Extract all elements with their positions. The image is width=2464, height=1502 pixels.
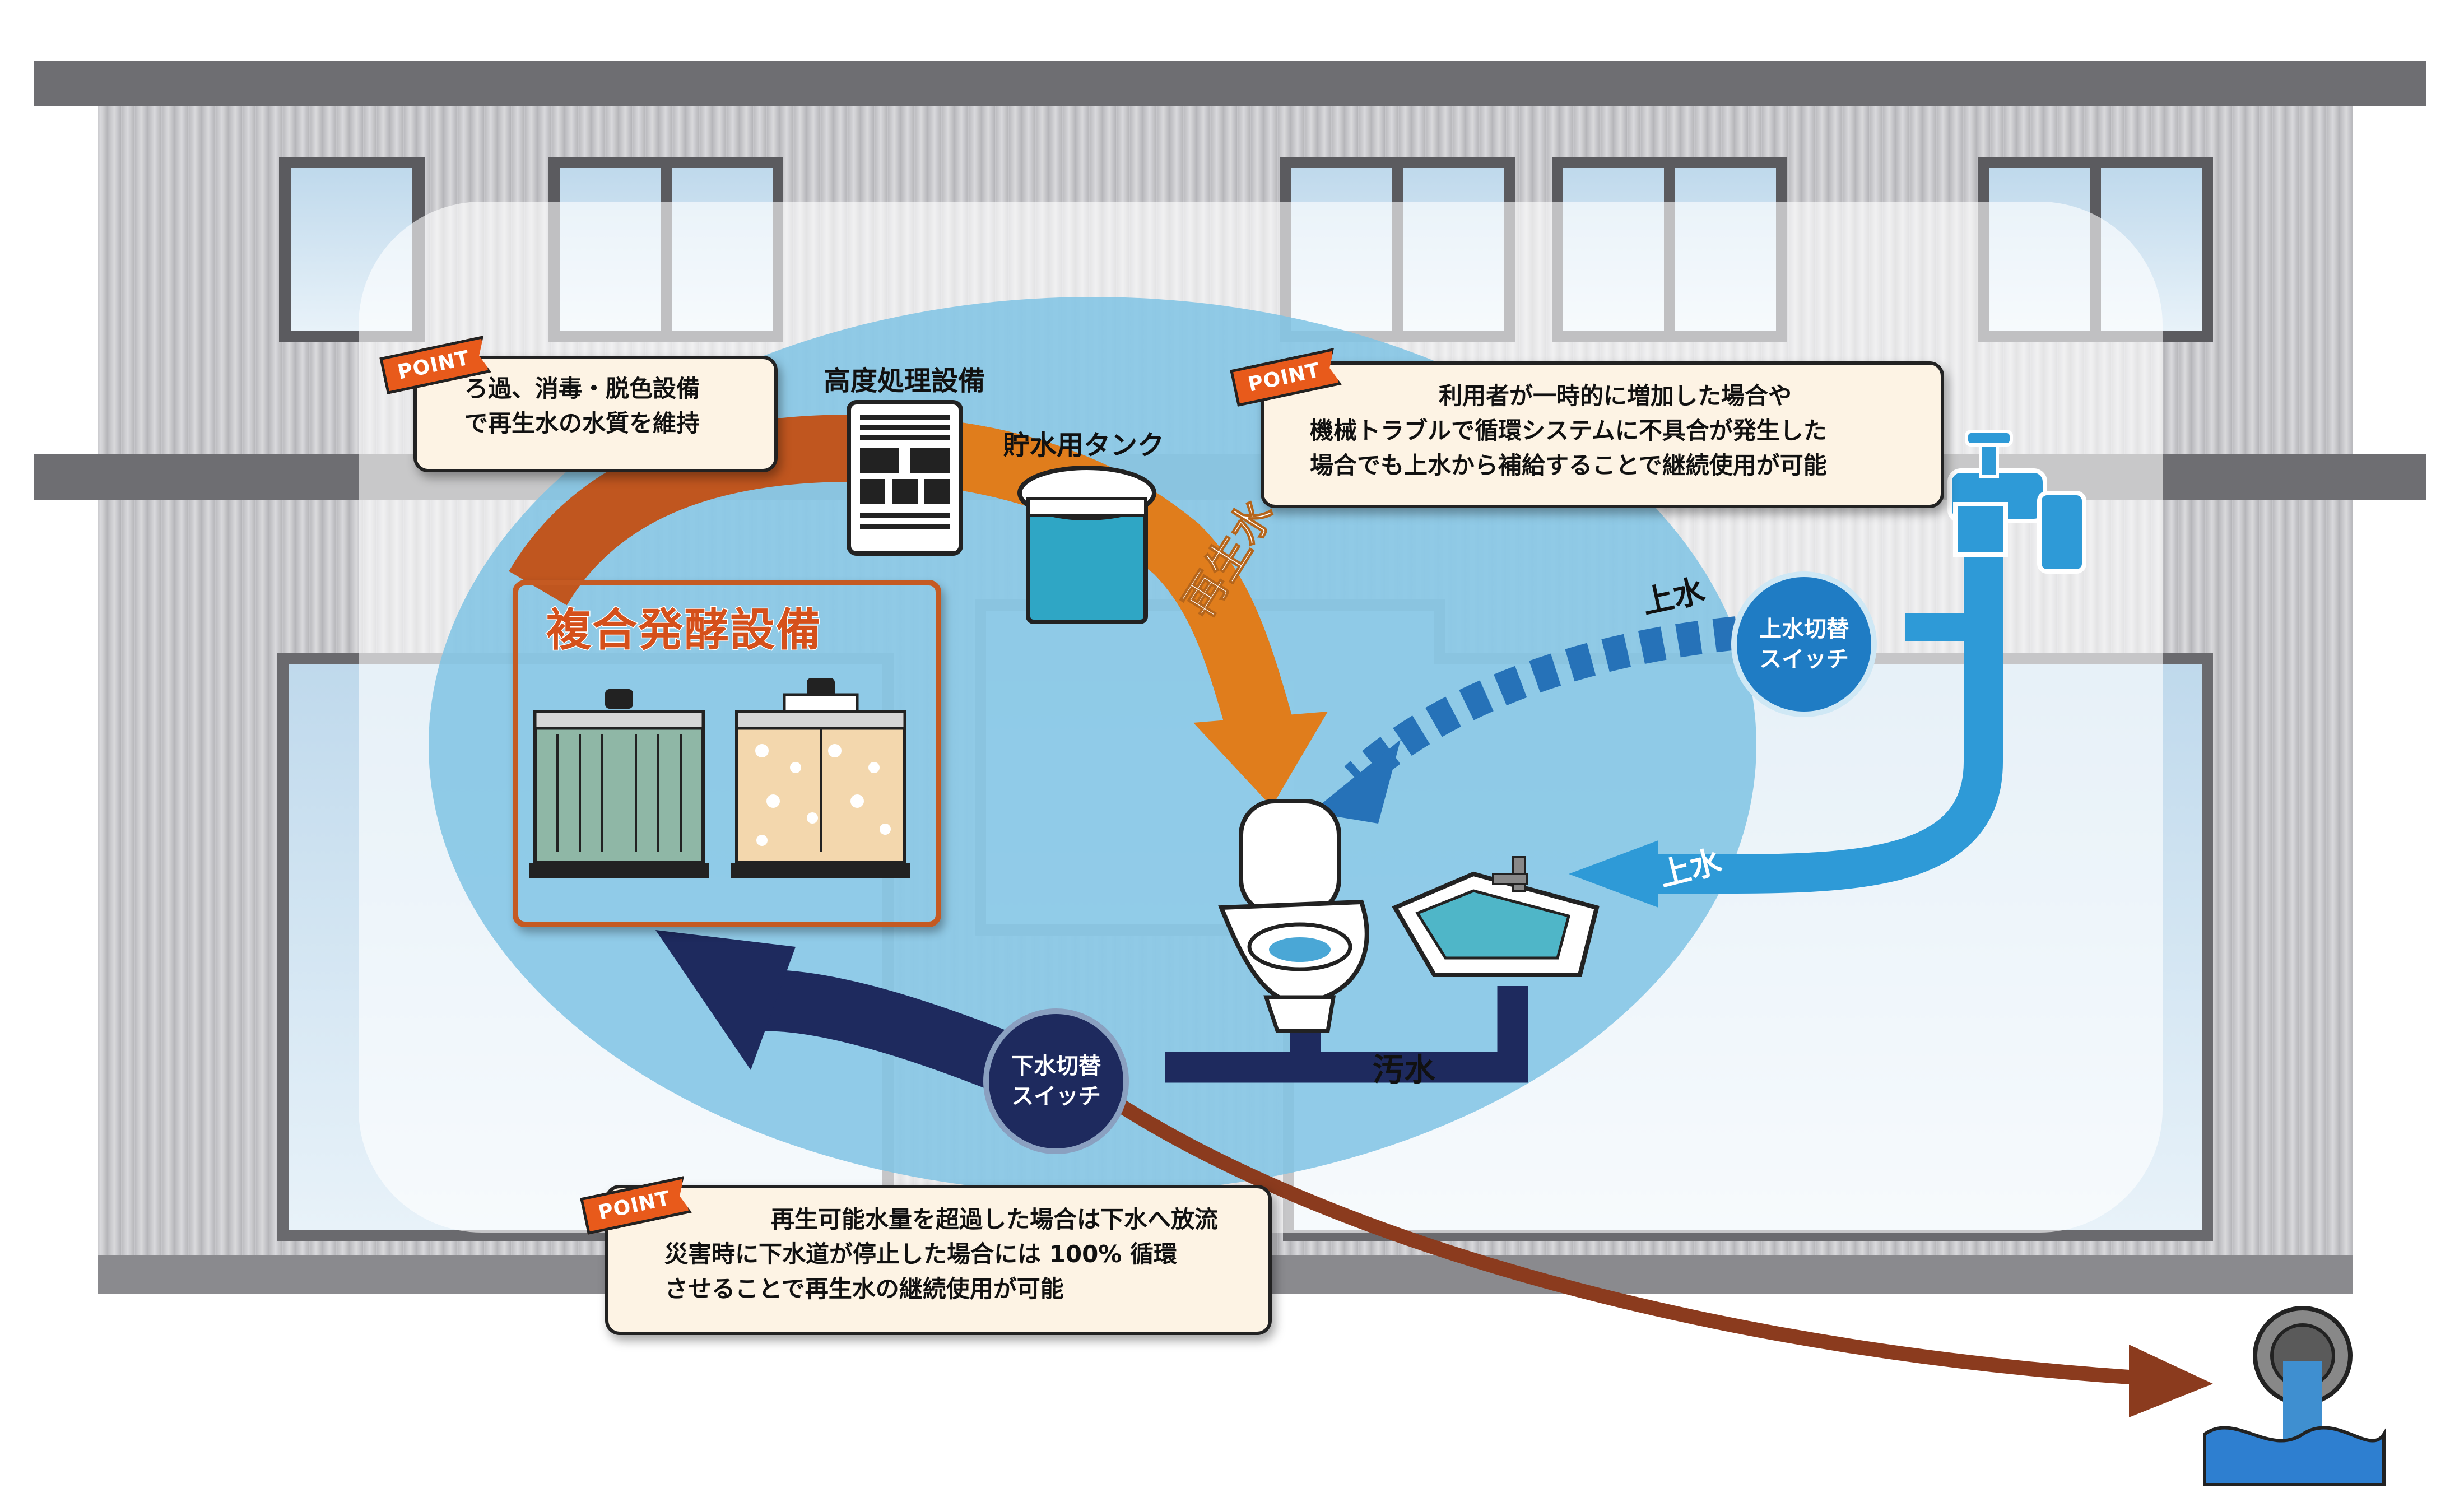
fermentation-facility-title: 複合発酵設備 xyxy=(546,603,822,657)
tap-switch[interactable]: 上水切替 スイッチ xyxy=(1731,571,1877,717)
tap-supply-arrowhead xyxy=(1311,740,1401,824)
point-text-line: させることで再生水の継続使用が可能 xyxy=(664,1275,1064,1303)
advanced-treatment-label: 高度処理設備 xyxy=(824,365,985,397)
fermentation-facility-box xyxy=(513,580,941,927)
tap-switch-label-line1: 上水切替 xyxy=(1759,616,1849,642)
return-flow-arrowhead xyxy=(655,930,796,1070)
tap-supply-dashed xyxy=(1344,616,1738,791)
sewer-switch[interactable]: 下水切替 スイッチ xyxy=(983,1008,1129,1154)
tap-switch-label-line2: スイッチ xyxy=(1759,647,1849,672)
point-text-line: ろ過、消毒・脱色設備 xyxy=(464,375,700,402)
wastewater-pipe xyxy=(1165,986,1528,1083)
tap-water-pipe xyxy=(1625,549,2003,894)
sewer-discharge-arrowhead xyxy=(2129,1345,2213,1417)
point-text-line: 再生可能水量を超過した場合は下水へ放流 xyxy=(771,1206,1219,1233)
storage-tank-label: 貯水用タンク xyxy=(1003,430,1165,461)
sewer-pipe-icon xyxy=(2203,1306,2386,1486)
point-text-line: 災害時に下水道が停止した場合には 100% 循環 xyxy=(664,1240,1177,1268)
storage-tank-icon xyxy=(1017,466,1156,624)
point-text-line: 利用者が一時的に増加した場合や xyxy=(1439,382,1792,410)
faucet-icon xyxy=(1947,430,2086,574)
recycle-flow-arc-light xyxy=(851,415,1293,738)
recycle-flow-arrowhead xyxy=(1193,712,1328,807)
fermentation-tank-beige-icon xyxy=(731,678,910,878)
point-text-line: 機械トラブルで循環システムに不具合が発生した xyxy=(1310,417,1827,444)
sewer-switch-label-line1: 下水切替 xyxy=(1011,1053,1101,1079)
toilet-icon xyxy=(1218,799,1369,1033)
fermentation-tank-green-icon xyxy=(529,689,709,878)
advanced-treatment-unit-icon xyxy=(847,400,963,556)
wastewater-label: 汚水 xyxy=(1373,1052,1435,1089)
point-text-line: 場合でも上水から補給することで継続使用が可能 xyxy=(1310,452,1827,479)
point-box-sewer: 再生可能水量を超過した場合は下水へ放流 災害時に下水道が停止した場合には 100… xyxy=(605,1185,1272,1335)
sewer-discharge-line xyxy=(1088,1081,2146,1385)
tap-water-arrowhead xyxy=(1569,840,1658,908)
point-text-line: で再生水の水質を維持 xyxy=(464,410,700,437)
sink-icon xyxy=(1392,856,1600,977)
sewer-switch-label-line2: スイッチ xyxy=(1011,1084,1101,1109)
point-box-tap-backup: 利用者が一時的に増加した場合や 機械トラブルで循環システムに不具合が発生した 場… xyxy=(1261,361,1944,508)
